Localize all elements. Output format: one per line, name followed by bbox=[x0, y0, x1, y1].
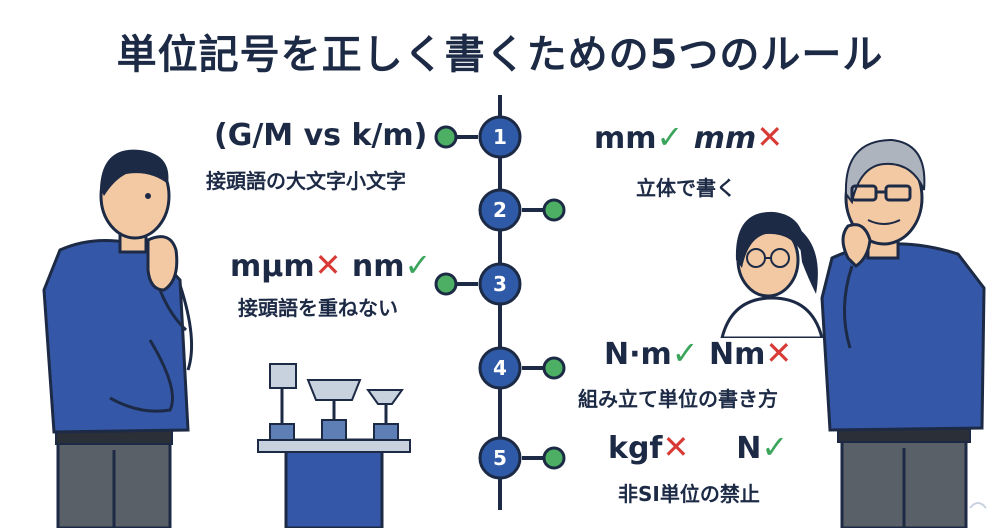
rule-2-heading: mm✓ mm✕ bbox=[594, 118, 783, 156]
connector-dot bbox=[542, 356, 566, 380]
check-icon: ✓ bbox=[404, 246, 432, 284]
connector-dot bbox=[542, 446, 566, 470]
connector-dot bbox=[434, 272, 458, 296]
rule-3-wrong: mμm bbox=[230, 249, 315, 284]
woman-illustration bbox=[720, 211, 824, 338]
step-number: 4 bbox=[493, 356, 507, 380]
rule-2-wrong: mm bbox=[693, 121, 757, 156]
check-icon: ✓ bbox=[671, 334, 699, 372]
connector-dot bbox=[542, 198, 566, 222]
rule-4-description: 組み立て単位の書き方 bbox=[578, 387, 778, 411]
check-icon: ✓ bbox=[656, 118, 684, 156]
rule-5-wrong: kgf bbox=[608, 431, 663, 466]
step-number: 2 bbox=[493, 198, 507, 222]
cross-icon: ✕ bbox=[662, 428, 690, 466]
step-circle-5 bbox=[478, 436, 522, 480]
older-man-illustration bbox=[820, 138, 987, 528]
rule-5-description: 非SI単位の禁止 bbox=[618, 482, 760, 506]
rule-4-wrong: Nm bbox=[709, 337, 766, 372]
thinking-man-illustration bbox=[42, 149, 194, 528]
rule-2-correct: mm bbox=[594, 121, 657, 156]
rule-3-correct: nm bbox=[351, 249, 405, 284]
rule-2-description: 立体で書く bbox=[636, 176, 736, 200]
rule-4-heading: N·m✓ Nm✕ bbox=[604, 334, 792, 372]
check-icon: ✓ bbox=[761, 428, 789, 466]
rule-3-description: 接頭語を重ねない bbox=[238, 296, 398, 320]
rule-3-heading: mμm✕ nm✓ bbox=[230, 246, 431, 284]
rule-1-description: 接頭語の大文字小文字 bbox=[206, 169, 406, 193]
rule-5-correct: N bbox=[736, 431, 762, 466]
cross-icon: ✕ bbox=[314, 246, 342, 284]
page-title: 単位記号を正しく書くための5つのルール bbox=[116, 32, 884, 78]
cross-icon: ✕ bbox=[765, 334, 793, 372]
step-number: 5 bbox=[493, 446, 507, 470]
step-circle-2 bbox=[478, 188, 522, 232]
step-circle-3 bbox=[478, 262, 522, 306]
cross-icon: ✕ bbox=[756, 118, 784, 156]
rule-5-heading: kgf✕ N✓ bbox=[608, 428, 788, 466]
step-circle-4 bbox=[478, 346, 522, 390]
rule-4-correct: N·m bbox=[604, 337, 672, 372]
step-circle-1 bbox=[478, 115, 522, 159]
machine-illustration bbox=[257, 363, 411, 528]
connector-dot bbox=[434, 125, 458, 149]
step-number: 3 bbox=[493, 272, 507, 296]
step-number: 1 bbox=[493, 125, 507, 149]
rule-1-heading: (G/M vs k/m) bbox=[214, 118, 428, 153]
